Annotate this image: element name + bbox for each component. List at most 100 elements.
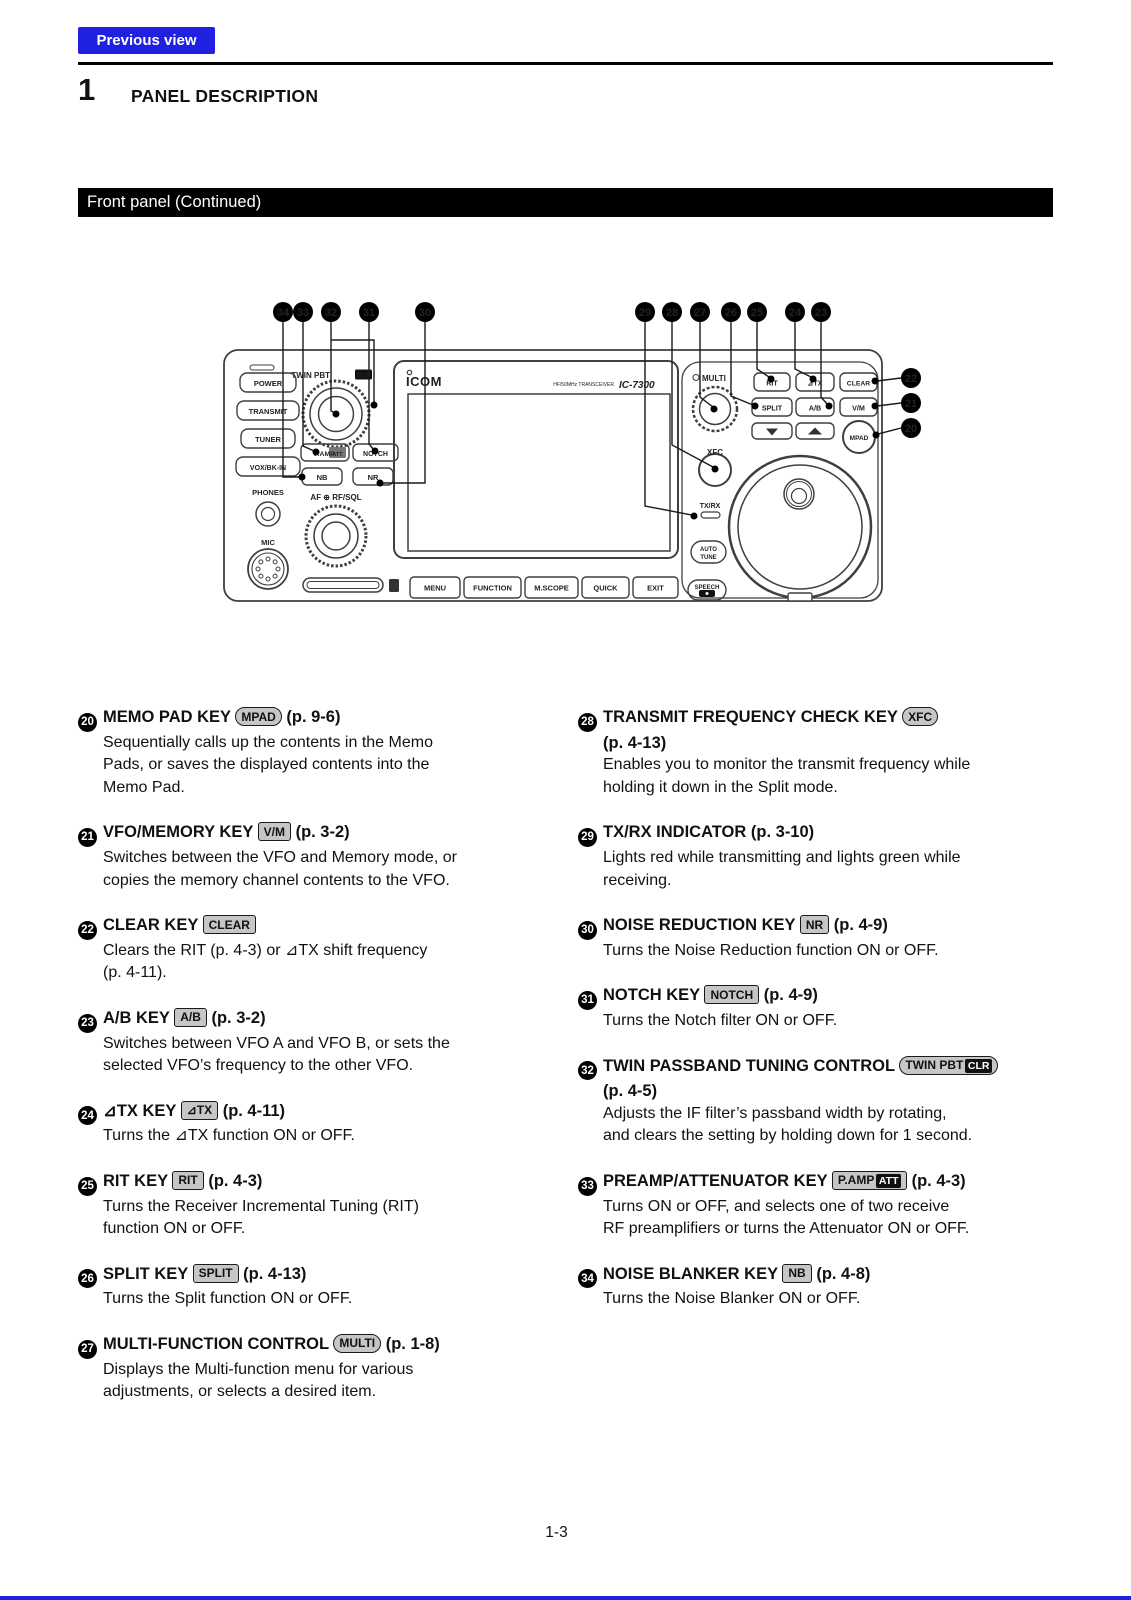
heading-text: TRANSMIT FREQUENCY CHECK KEY xyxy=(603,708,903,726)
description-line: Pads, or saves the displayed contents in… xyxy=(103,756,430,774)
item-heading-text: NOISE BLANKER KEY NB (p. 4-8) xyxy=(603,1263,871,1283)
callout-31: 31 xyxy=(363,307,375,319)
key-badge-text: NOTCH xyxy=(710,987,754,1002)
item-number-badge: 33 xyxy=(578,1176,597,1196)
rit-label: RIT xyxy=(766,379,778,388)
item-heading-text: ⊿TX KEY ⊿TX (p. 4-11) xyxy=(103,1100,285,1120)
tuner-button-drawing xyxy=(240,428,296,449)
heading-text: (p. 3-2) xyxy=(290,823,350,842)
mpad-label: MPAD xyxy=(850,435,869,442)
heading-text: (p. 3-2) xyxy=(206,1008,266,1027)
callout-leader-lines xyxy=(282,322,902,516)
description-line: Lights red while transmitting and lights… xyxy=(603,849,961,866)
description-line: Switches between VFO A and VFO B, or set… xyxy=(103,1034,450,1052)
description-line: Turns the Noise Reduction function ON or… xyxy=(603,941,939,959)
key-badge-text: NB xyxy=(788,1266,806,1280)
sd-card-icon xyxy=(389,579,399,592)
dtx-label: ⊿TX xyxy=(807,379,822,388)
clr-badge-drawing xyxy=(355,369,372,380)
speech-lock-dot xyxy=(705,592,709,595)
description-line: Displays the Multi-function menu for var… xyxy=(103,1360,414,1378)
split-label: SPLIT xyxy=(762,404,783,413)
item-number-badge: 34 xyxy=(578,1269,597,1289)
item-number-badge: 28 xyxy=(578,712,597,732)
description-line: receiving. xyxy=(603,871,672,889)
item-number-badge: 24 xyxy=(78,1106,97,1126)
previous-view-button[interactable]: Previous view xyxy=(78,27,215,54)
description-line: Clears the RIT (p. 4-3) or ⊿TX shift fre… xyxy=(103,941,428,959)
model-name-label: IC-7300 xyxy=(619,380,655,391)
item-number-badge: 32 xyxy=(578,1061,597,1081)
key-badge-text: CLR xyxy=(965,1059,992,1073)
exit-label: EXIT xyxy=(647,584,664,593)
nr-label: NR xyxy=(368,473,379,482)
pamp-label: P.AMP xyxy=(314,451,335,458)
mscope-label: M.SCOPE xyxy=(534,584,569,593)
item-description: Clears the RIT (p. 4-3) or ⊿TX shift fre… xyxy=(78,940,564,985)
display-bezel xyxy=(393,360,679,559)
item-description: Sequentially calls up the contents in th… xyxy=(78,732,564,800)
description-line: copies the memory channel contents to th… xyxy=(103,871,450,889)
item-description: Turns the Noise Blanker ON or OFF. xyxy=(578,1288,1070,1311)
callout-32: 32 xyxy=(325,307,337,319)
model-prefix-label: HF/50MHz TRANSCEIVER xyxy=(553,382,614,388)
band-down-button-drawing xyxy=(751,422,793,440)
mic-label: MIC xyxy=(261,538,275,547)
item-description: Adjusts the IF filter’s passband width b… xyxy=(578,1103,1070,1148)
mscope-button-drawing xyxy=(524,576,579,599)
main-dial-inner xyxy=(737,464,863,590)
item-description: Turns the Noise Reduction function ON or… xyxy=(578,940,1070,963)
quick-button-drawing xyxy=(581,576,630,599)
description-line: and clears the setting by holding down f… xyxy=(603,1127,973,1145)
speech-button-drawing xyxy=(687,579,727,601)
key-badge-text: CLEAR xyxy=(208,917,250,932)
key-badge-text: RIT xyxy=(178,1173,198,1188)
key-badge-text: MULTI xyxy=(339,1336,376,1351)
heading-text: NOTCH KEY xyxy=(603,986,705,1005)
radio-body xyxy=(223,349,883,602)
item-description: Turns the Receiver Incremental Tuning (R… xyxy=(78,1196,564,1241)
callout-20: 20 xyxy=(905,423,917,435)
att-badge-drawing xyxy=(329,447,346,458)
key-badge-text: V/M xyxy=(263,824,285,839)
heading-text: CLEAR KEY xyxy=(103,916,203,934)
twin-pbt-knob-ring xyxy=(309,387,363,441)
ab-label: A/B xyxy=(809,404,821,413)
power-led-slot xyxy=(249,364,275,371)
item-description: Switches between VFO A and VFO B, or set… xyxy=(78,1033,564,1078)
heading-text: (p. 4-8) xyxy=(811,1264,871,1283)
dial-dimple xyxy=(783,478,815,510)
item-number-badge: 27 xyxy=(78,1339,97,1359)
description-line: Turns ON or OFF, and selects one of two … xyxy=(603,1197,950,1215)
description-line: selected VFO’s frequency to the other VF… xyxy=(103,1057,414,1074)
twin-pbt-label: TWIN PBT xyxy=(291,371,330,380)
key-badge-text: SPLIT xyxy=(198,1266,233,1280)
page-number: 1-3 xyxy=(545,1524,568,1541)
heading-text: PREAMP/ATTENUATOR KEY xyxy=(603,1171,832,1190)
description-line: Turns the Notch filter ON or OFF. xyxy=(603,1012,838,1029)
sd-card-slot-inner xyxy=(306,581,380,589)
pamp-att-button-drawing xyxy=(300,443,350,462)
description-line: function ON or OFF. xyxy=(103,1220,246,1237)
item-number-badge: 26 xyxy=(78,1269,97,1289)
heading-text: TWIN PASSBAND TUNING CONTROL xyxy=(603,1056,900,1075)
function-button-drawing xyxy=(463,576,522,599)
item-description: Turns the ⊿TX function ON or OFF. xyxy=(78,1125,564,1148)
sd-card-slot xyxy=(302,577,384,593)
description-line: Sequentially calls up the contents in th… xyxy=(103,733,433,751)
key-badge-text: MPAD xyxy=(241,709,276,724)
